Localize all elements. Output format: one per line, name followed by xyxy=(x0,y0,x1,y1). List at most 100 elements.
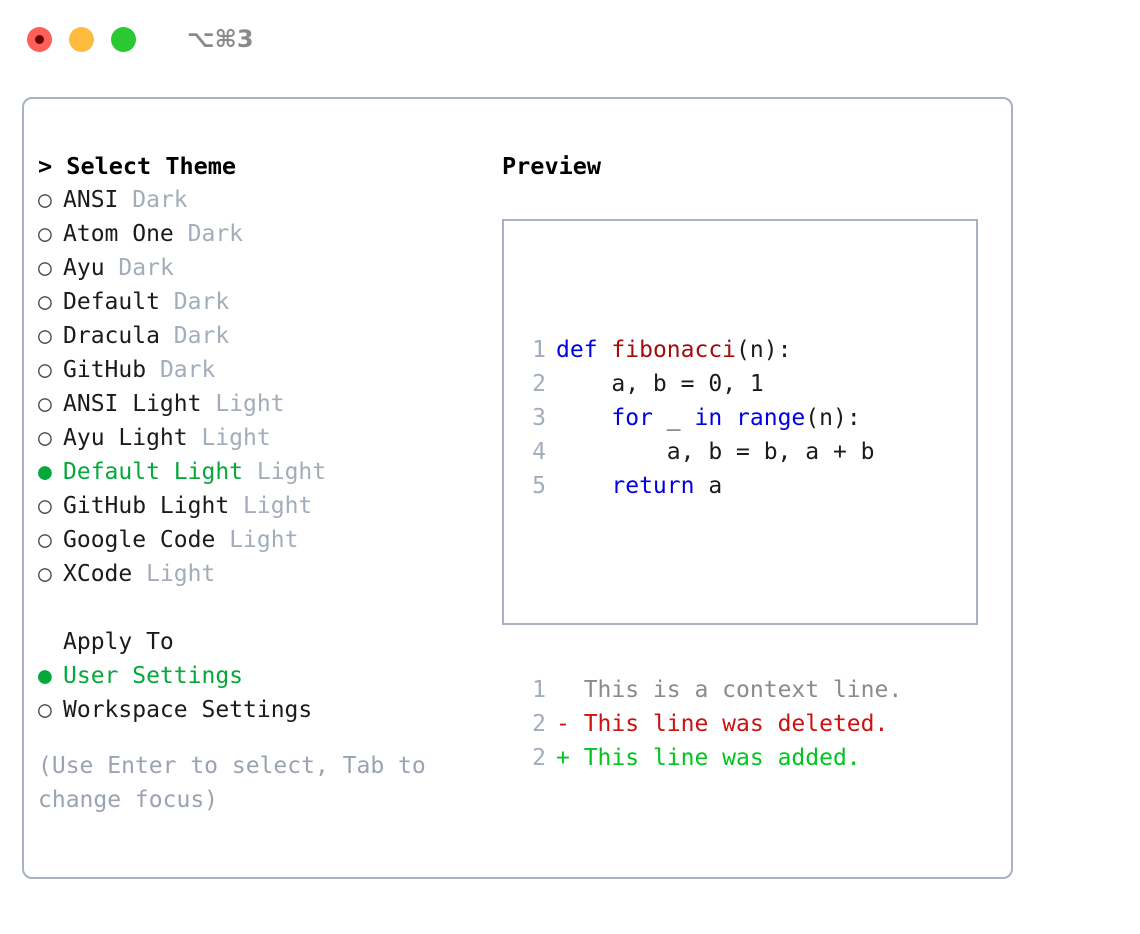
code-token: return xyxy=(611,473,695,499)
code-line: 1 def fibonacci(n): xyxy=(520,333,902,367)
theme-list-item[interactable]: ○Atom One Dark xyxy=(38,217,498,251)
radio-unselected-icon[interactable]: ○ xyxy=(38,391,52,417)
theme-list: ○ANSI Dark○Atom One Dark○Ayu Dark○Defaul… xyxy=(38,183,498,591)
theme-list-item[interactable]: ● Default Light Light xyxy=(38,455,498,489)
radio-unselected-icon[interactable]: ○ xyxy=(38,323,52,349)
theme-category-tag: Light xyxy=(256,459,327,485)
select-theme-heading: > Select Theme xyxy=(38,152,237,180)
diff-sample: 1 This is a context line.2- This line wa… xyxy=(520,673,902,775)
theme-list-item[interactable]: ○ GitHub Dark xyxy=(38,353,498,387)
theme-name-tag-space xyxy=(215,527,229,553)
radio-unselected-icon[interactable]: ○ xyxy=(38,357,52,383)
apply-to-list: ●User Settings ○ Workspace Settings xyxy=(38,659,498,727)
code-token: in xyxy=(694,405,723,431)
theme-name-tag-space xyxy=(105,255,119,281)
code-token: , xyxy=(722,371,750,397)
theme-list-item[interactable]: ○ Ayu Light Light xyxy=(38,421,498,455)
line-number: 5 xyxy=(532,473,546,499)
theme-list-item[interactable]: ○ ANSI Dark xyxy=(38,183,498,217)
radio-unselected-icon[interactable]: ○ xyxy=(38,527,52,553)
code-line: 4 a, b = b, a + b xyxy=(520,435,902,469)
code-token: fibonacci xyxy=(611,337,737,363)
radio-unselected-icon[interactable]: ○ xyxy=(38,221,52,247)
code-diff-gap xyxy=(520,571,902,605)
theme-list-item[interactable]: ○Ayu Dark xyxy=(38,251,498,285)
line-number: 1 xyxy=(532,677,546,703)
theme-list-item[interactable]: ○Google Code Light xyxy=(38,523,498,557)
theme-name: XCode xyxy=(63,561,133,587)
line-number: 3 xyxy=(532,405,546,431)
radio-unselected-icon[interactable]: ○ xyxy=(38,255,52,281)
theme-name-tag-space xyxy=(229,493,243,519)
code-token: (n): xyxy=(736,337,792,363)
diff-line: 2+ This line was added. xyxy=(520,741,902,775)
theme-name-tag-space xyxy=(243,459,257,485)
radio-unselected-icon[interactable]: ○ xyxy=(38,561,52,587)
line-number: 2 xyxy=(532,745,546,771)
theme-name-tag-space xyxy=(132,561,146,587)
theme-name-tag-space xyxy=(160,289,174,315)
diff-text: This line was added. xyxy=(569,745,861,771)
diff-text: This line was deleted. xyxy=(569,711,889,737)
apply-to-heading: Apply To xyxy=(38,625,498,659)
theme-name: Ayu xyxy=(63,255,105,281)
theme-list-item[interactable]: ○GitHub Light Light xyxy=(38,489,498,523)
theme-name: ANSI xyxy=(63,187,119,213)
record-indicator-icon xyxy=(35,34,44,44)
radio-selected-icon[interactable]: ● xyxy=(38,663,52,689)
theme-name: Default xyxy=(63,289,160,315)
radio-unselected-icon[interactable]: ○ xyxy=(38,493,52,519)
theme-list-item[interactable]: ○ANSI Light Light xyxy=(38,387,498,421)
radio-unselected-icon[interactable]: ○ xyxy=(38,697,52,723)
theme-name-tag-space xyxy=(146,357,160,383)
radio-unselected-icon[interactable]: ○ xyxy=(38,289,52,315)
theme-name: Default Light xyxy=(63,459,244,485)
radio-unselected-icon[interactable]: ○ xyxy=(38,187,52,213)
radio-selected-icon[interactable]: ● xyxy=(38,459,52,485)
maximize-button[interactable] xyxy=(111,26,136,52)
theme-category-tag: Light xyxy=(243,493,313,519)
diff-marker: - xyxy=(556,711,570,737)
line-number: 2 xyxy=(532,371,546,397)
code-token xyxy=(556,405,611,431)
diff-line: 1 This is a context line. xyxy=(520,673,902,707)
line-number: 2 xyxy=(532,711,546,737)
keyboard-shortcut-label: ⌥⌘3 xyxy=(187,25,254,53)
theme-name: Dracula xyxy=(63,323,160,349)
minimize-button[interactable] xyxy=(69,26,94,52)
line-number: 1 xyxy=(532,337,546,363)
apply-to-option[interactable]: ○ Workspace Settings xyxy=(38,693,498,727)
apply-to-option-label: Workspace Settings xyxy=(63,697,313,723)
theme-category-tag: Light xyxy=(201,425,271,451)
theme-list-item[interactable]: ○XCode Light xyxy=(38,557,498,591)
theme-name: Ayu Light xyxy=(63,425,188,451)
theme-name: Google Code xyxy=(63,527,216,553)
code-line: 5 return a xyxy=(520,469,902,503)
theme-list-item[interactable]: ○Dracula Dark xyxy=(38,319,498,353)
window-controls xyxy=(27,26,136,52)
close-button[interactable] xyxy=(27,26,52,52)
code-token: a xyxy=(694,473,723,499)
line-number: 4 xyxy=(532,439,546,465)
theme-category-tag: Dark xyxy=(132,187,188,213)
theme-name-tag-space xyxy=(188,425,202,451)
theme-list-item[interactable]: ○Default Dark xyxy=(38,285,498,319)
title-bar: ⌥⌘3 xyxy=(0,0,1140,78)
code-token: for xyxy=(611,405,653,431)
apply-to-indent xyxy=(38,625,63,659)
diff-text: This is a context line. xyxy=(569,677,903,703)
keyboard-hint: (Use Enter to select, Tab to change focu… xyxy=(38,753,440,813)
theme-category-tag: Dark xyxy=(159,357,216,383)
code-token: range xyxy=(736,405,806,431)
theme-name: GitHub xyxy=(63,357,147,383)
code-token: (n): xyxy=(805,405,861,431)
theme-name-tag-space xyxy=(201,391,215,417)
code-token: def xyxy=(556,337,598,363)
diff-line: 2- This line was deleted. xyxy=(520,707,902,741)
apply-to-option[interactable]: ●User Settings xyxy=(38,659,498,693)
code-token: 1 xyxy=(749,371,764,397)
code-token: _ xyxy=(652,405,695,431)
radio-unselected-icon[interactable]: ○ xyxy=(38,425,52,451)
